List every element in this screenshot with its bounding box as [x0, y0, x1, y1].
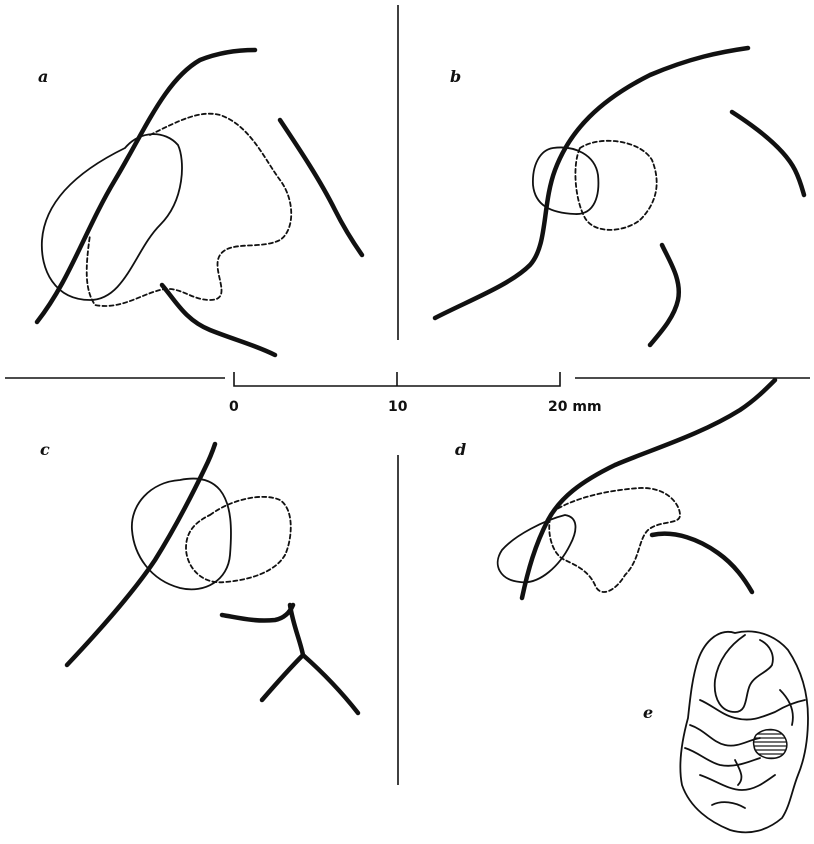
- panel-a: a: [37, 50, 362, 355]
- sulcus-line: [435, 48, 748, 318]
- scale-tick-10: 10: [388, 399, 408, 415]
- panel-b: b: [435, 48, 804, 345]
- sulcus-line: [303, 655, 358, 713]
- panel-label-d: d: [455, 440, 466, 459]
- sulcus-line: [732, 112, 804, 195]
- lesion-outline-dashed: [575, 141, 656, 230]
- sulcus-line: [222, 605, 293, 621]
- lesion-outline-dashed: [549, 488, 680, 592]
- panel-c: c: [40, 440, 358, 713]
- gyrus-line: [715, 635, 773, 712]
- sulcus-line: [652, 534, 752, 592]
- gyrus-line: [690, 725, 760, 746]
- brain-outline: [680, 631, 808, 832]
- scale-tick-0: 0: [229, 399, 239, 415]
- panel-label-a: a: [38, 67, 48, 86]
- scale-tick-20mm: 20 mm: [548, 399, 602, 415]
- lesion-outline-dashed: [87, 114, 292, 306]
- panel-label-c: c: [40, 440, 50, 459]
- lesion-hatched-area: [754, 729, 787, 758]
- lesion-outline-solid: [42, 134, 182, 300]
- gyrus-line: [712, 802, 745, 808]
- panel-label-b: b: [450, 67, 461, 86]
- sulcus-line: [162, 285, 275, 355]
- panel-label-e: e: [643, 703, 653, 722]
- gyrus-line: [700, 775, 775, 790]
- scale-bar: 0 10 20 mm: [229, 372, 602, 415]
- gyrus-line: [685, 748, 760, 766]
- lesion-outline-solid: [533, 147, 598, 214]
- sulcus-line: [280, 120, 362, 255]
- lesion-outline-dashed: [186, 497, 291, 582]
- panel-e: e: [643, 631, 808, 832]
- sulcus-line: [650, 245, 679, 345]
- panel-d: d: [455, 380, 775, 598]
- sulcus-line: [67, 444, 215, 665]
- brain-drawing: [680, 631, 808, 832]
